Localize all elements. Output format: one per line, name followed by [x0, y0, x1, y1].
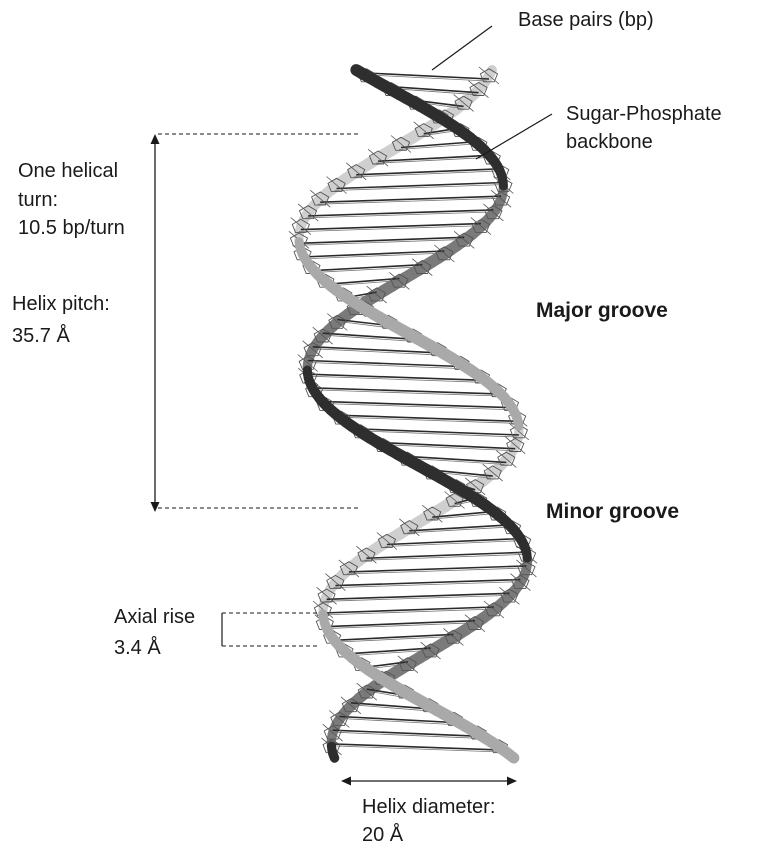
helical-turn-label-line1: One helical [18, 157, 118, 185]
axial-rise-label-line2: 3.4 Å [114, 634, 161, 662]
minor-groove-label: Minor groove [546, 498, 679, 526]
major-groove-label: Major groove [536, 297, 668, 325]
helix-diameter-label-line1: Helix diameter: [362, 793, 495, 821]
strand-b-segment [509, 754, 514, 758]
helical-turn-label-line3: 10.5 bp/turn [18, 214, 125, 242]
pitch-arrow-head-top [151, 134, 160, 144]
base-pairs-leader-line [432, 26, 492, 70]
strand-a-segment [333, 754, 335, 758]
diameter-arrow-head-right [507, 777, 517, 786]
backbone-label-line1: Sugar-Phosphate [566, 100, 722, 128]
strand-a-segment [527, 554, 528, 558]
backbone-label-line2: backbone [566, 128, 653, 156]
backbone-leader-line [476, 114, 552, 159]
diameter-arrow-head-left [341, 777, 351, 786]
pitch-arrow-head-bottom [151, 502, 160, 512]
annotation-lines [151, 26, 553, 786]
helix-diameter-label-line2: 20 Å [362, 821, 403, 849]
helical-turn-label-line2: turn: [18, 186, 58, 214]
axial-rise-label-line1: Axial rise [114, 603, 195, 631]
helix-pitch-label-line1: Helix pitch: [12, 290, 110, 318]
helix-pitch-label-line2: 35.7 Å [12, 322, 70, 350]
base-pairs-label: Base pairs (bp) [518, 6, 654, 34]
strand-b-segment [518, 422, 519, 426]
